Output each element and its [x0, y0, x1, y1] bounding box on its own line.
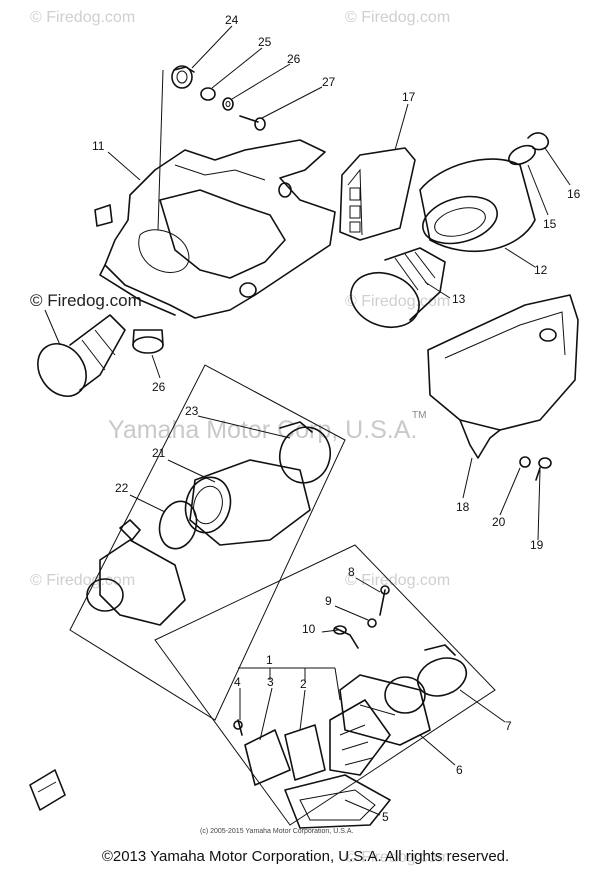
callout-23: 23: [185, 404, 199, 418]
callout-9: 9: [325, 594, 332, 608]
part-5-gasket: [284, 774, 391, 829]
part-3-stopper: [244, 729, 291, 786]
trademark-mark: TM: [412, 410, 426, 421]
callout-5: 5: [382, 810, 389, 824]
part-9-washer: [367, 618, 377, 628]
watermark-top-left: © Firedog.com: [30, 9, 135, 26]
carburetor-outline: [86, 519, 186, 626]
center-watermark: Yamaha Motor Corp, U.S.A.: [108, 416, 417, 444]
part-11-air-box: [94, 139, 336, 319]
part-8-screw: [379, 585, 390, 616]
part-1-reed-valve-assy: [329, 699, 391, 776]
callout-19: 19: [530, 538, 544, 552]
part-19-bolt: [535, 457, 552, 481]
small-copyright: (c) 2005-2015 Yamaha Motor Corporation, …: [200, 828, 353, 835]
front-arrow-mark: [29, 769, 66, 811]
callout-16: 16: [567, 187, 581, 201]
part-20-washer: [519, 456, 531, 468]
callout-3: 3: [267, 675, 274, 689]
callout-10: 10: [302, 622, 316, 636]
callout-6: 6: [456, 763, 463, 777]
callout-1: 1: [266, 653, 273, 667]
callout-13: 13: [452, 292, 466, 306]
callout-25: 25: [258, 35, 272, 49]
part-15-cap: [508, 144, 536, 166]
callout-8: 8: [348, 565, 355, 579]
callout-2: 2: [300, 677, 307, 691]
watermark-lower-right: © Firedog.com: [345, 572, 450, 589]
part-28-washer: [222, 97, 234, 111]
watermark-lower-left: © Firedog.com: [30, 572, 135, 589]
part-27-bolt: [239, 115, 266, 131]
leader-lines: [44, 25, 571, 816]
part-6-manifold: [339, 674, 431, 746]
callout-4: 4: [234, 675, 241, 689]
watermark-bottom-right: © Firedog.com: [345, 849, 450, 866]
callout-26-lower: 26: [152, 380, 166, 394]
carburetor-group-box: [69, 364, 346, 721]
part-17-element-frame: [339, 147, 416, 241]
part-14-joint: [37, 314, 126, 397]
part-25-collar: [200, 87, 216, 101]
part-4-screw: [233, 719, 243, 736]
part-12-air-filter-element: [419, 158, 536, 253]
callout-18: 18: [456, 500, 470, 514]
part-18-side-cover: [427, 294, 579, 459]
callout-11: 11: [92, 139, 105, 153]
part-7-clamp: [416, 644, 468, 697]
watermark-mid-right: © Firedog.com: [345, 293, 450, 310]
watermark-mid-left: © Firedog.com: [30, 291, 142, 310]
part-23-clamp: [278, 421, 332, 484]
part-26-grommet: [132, 329, 164, 354]
part-2-reed: [284, 724, 326, 781]
copyright-footer: ©2013 Yamaha Motor Corporation, U.S.A. A…: [101, 848, 510, 865]
reed-valve-group-box: [154, 544, 496, 826]
callout-24: 24: [225, 13, 239, 27]
part-24-grommet: [171, 65, 195, 89]
callout-21: 21: [152, 446, 166, 460]
part-21-carb-joint: [184, 459, 311, 546]
callout-17: 17: [402, 90, 416, 104]
callout-20: 20: [492, 515, 506, 529]
part-16-clip: [527, 132, 550, 151]
callout-22: 22: [115, 481, 129, 495]
watermark-top-right: © Firedog.com: [345, 9, 450, 26]
callout-28: 26: [287, 52, 301, 66]
part-13-joint: [350, 247, 446, 329]
part-10-fitting: [333, 625, 359, 649]
part-22-clamp: [158, 500, 198, 550]
callout-7: 7: [505, 719, 512, 733]
callout-15: 15: [543, 217, 557, 231]
callout-27: 27: [322, 75, 336, 89]
callout-12: 12: [534, 263, 548, 277]
